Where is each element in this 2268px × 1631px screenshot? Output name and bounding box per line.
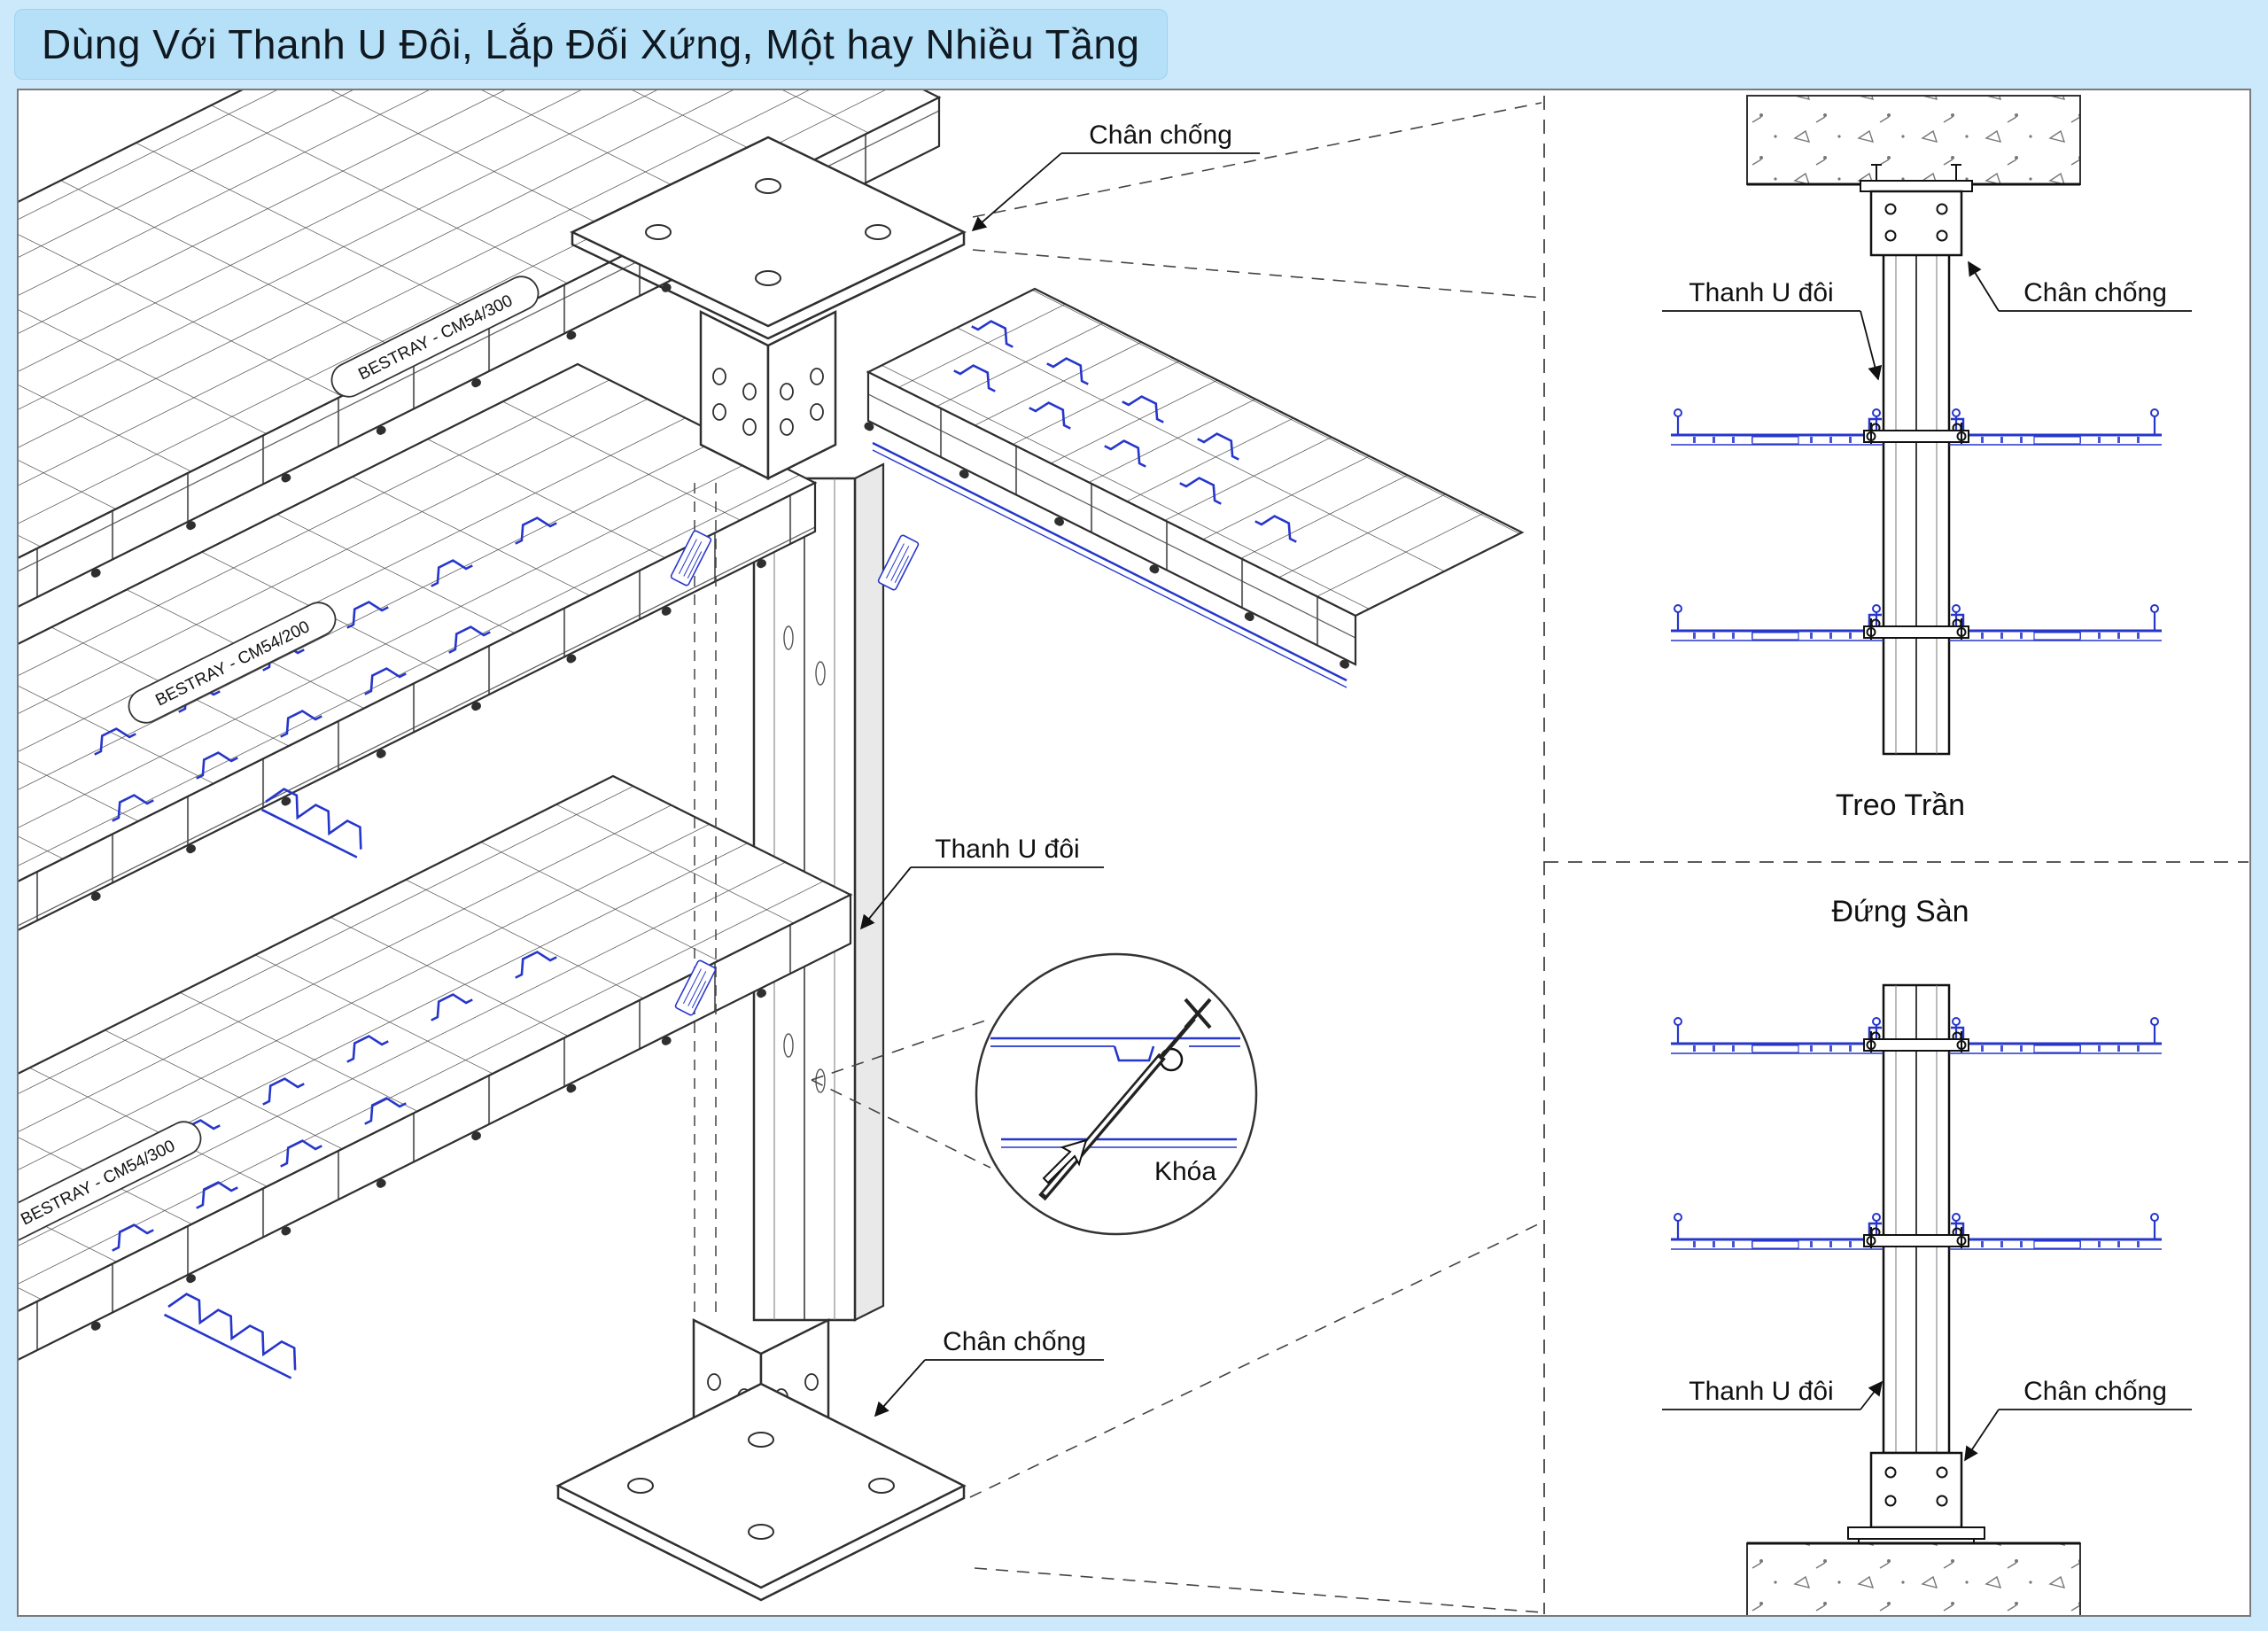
ceiling-anchor-bracket [1860, 164, 1973, 257]
press-arrow-icon [1042, 1138, 1088, 1184]
wire-mesh-tray-right [864, 287, 1525, 688]
drawing-border [17, 89, 2251, 1617]
label-text: Thanh U đôi [1689, 278, 1833, 307]
label-text: Chân chống [1089, 120, 1232, 150]
panel-divider [1543, 96, 2249, 1614]
concrete-ceiling [1746, 95, 2081, 185]
label-channel: Thanh U đôi [859, 835, 1104, 930]
label-text: Chân chống [2023, 278, 2167, 307]
floor-caption: Đứng Sàn [1831, 895, 1969, 928]
label-top-support: Chân chống [971, 120, 1260, 232]
blue-rail [872, 449, 1348, 688]
wire-mesh-tray-bottom [18, 774, 855, 1371]
channel-section [1882, 983, 1951, 1455]
hidden-edge-lines [694, 483, 717, 1318]
label-text: Chân chống [943, 1327, 1086, 1356]
ceiling-label-support: Chân chống [1968, 260, 2192, 312]
screwdriver-icon [1038, 998, 1212, 1201]
top-mounting-plate [570, 136, 967, 340]
floor-label-support: Chân chống [1964, 1377, 2192, 1462]
ceiling-label-channel: Thanh U đôi [1662, 278, 1883, 381]
page-title: Dùng Với Thanh U Đôi, Lắp Đối Xứng, Một … [42, 21, 1140, 67]
floor-label-channel: Thanh U đôi [1662, 1377, 1883, 1410]
channel-section [1882, 190, 1951, 756]
label-text: Chân chống [2023, 1377, 2167, 1406]
title-banner: Dùng Với Thanh U Đôi, Lắp Đối Xứng, Một … [14, 9, 1168, 80]
blue-rail [872, 441, 1348, 682]
ceiling-caption: Treo Trần [1836, 788, 1965, 822]
ceiling-detail-panel: Thanh U đôi Chân chống Treo Trần [1662, 95, 2192, 822]
detail-circle-lock: Khóa [811, 952, 1258, 1236]
concrete-floor [1746, 1542, 2081, 1616]
isometric-view: BESTRAY - CM54/300 BESTRAY - CM54/200 BE… [18, 89, 1542, 1613]
label-text: Thanh U đôi [935, 835, 1079, 864]
lock-detail-content [990, 998, 1240, 1201]
blue-omega-profiles [163, 788, 362, 1379]
top-support-bracket [699, 309, 837, 481]
label-bottom-support: Chân chống [874, 1327, 1104, 1417]
lock-label: Khóa [1154, 1157, 1216, 1186]
zoom-cone-lines [969, 102, 1542, 1613]
label-text: Thanh U đôi [1689, 1377, 1833, 1406]
floor-detail-panel: Đứng Sàn [1662, 895, 2192, 1616]
base-plate [555, 1382, 967, 1602]
